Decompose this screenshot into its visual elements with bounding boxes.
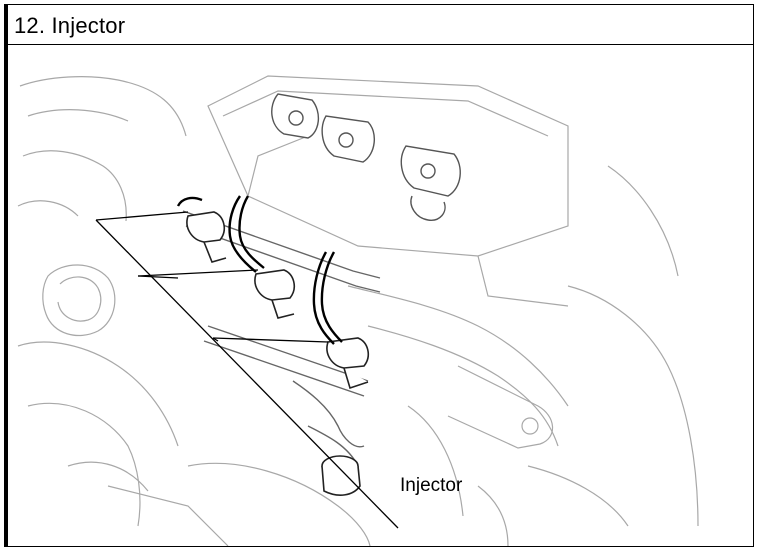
- callout-leader-lines: [95, 211, 399, 529]
- injector-callout-label: Injector: [400, 475, 463, 496]
- engine-line-drawing: [17, 75, 699, 546]
- engine-illustration: [8, 46, 754, 546]
- figure-frame: 12. Injector: [4, 4, 754, 547]
- section-header: 12. Injector: [8, 5, 753, 45]
- ignition-coils: [271, 93, 461, 221]
- background-engine-parts: [17, 75, 699, 546]
- injector-harness-wires: [176, 195, 343, 345]
- injectors: [186, 211, 370, 496]
- section-title: 12. Injector: [14, 13, 126, 38]
